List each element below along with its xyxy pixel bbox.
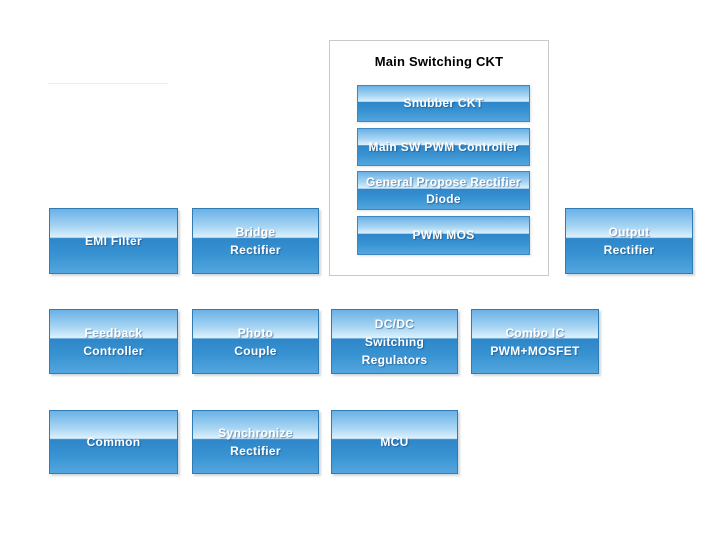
main-switching-ckt-title: Main Switching CKT: [374, 54, 504, 69]
block-emi-filter[interactable]: EMI Filter: [49, 208, 178, 274]
block-common[interactable]: Common: [49, 410, 178, 474]
block-general-propose-rectifier-diode[interactable]: General Propose Rectifier Diode: [357, 171, 530, 210]
block-pwm-mos[interactable]: PWM MOS: [357, 216, 530, 255]
faint-highlight-line: [48, 83, 168, 84]
block-main-sw-pwm-controller[interactable]: Main SW PWM Controller: [357, 128, 530, 166]
block-synchronize-rectifier[interactable]: Synchronize Rectifier: [192, 410, 319, 474]
block-snubber-ckt[interactable]: Snubber CKT: [357, 85, 530, 122]
block-output-rectifier[interactable]: Output Rectifier: [565, 208, 693, 274]
block-photo-couple[interactable]: Photo Couple: [192, 309, 319, 374]
block-bridge-rectifier[interactable]: Bridge Rectifier: [192, 208, 319, 274]
block-feedback-controller[interactable]: Feedback Controller: [49, 309, 178, 374]
block-combo-ic-pwm-mosfet[interactable]: Combo IC PWM+MOSFET: [471, 309, 599, 374]
block-dcdc-switching-regulators[interactable]: DC/DC Switching Regulators: [331, 309, 458, 374]
block-mcu[interactable]: MCU: [331, 410, 458, 474]
